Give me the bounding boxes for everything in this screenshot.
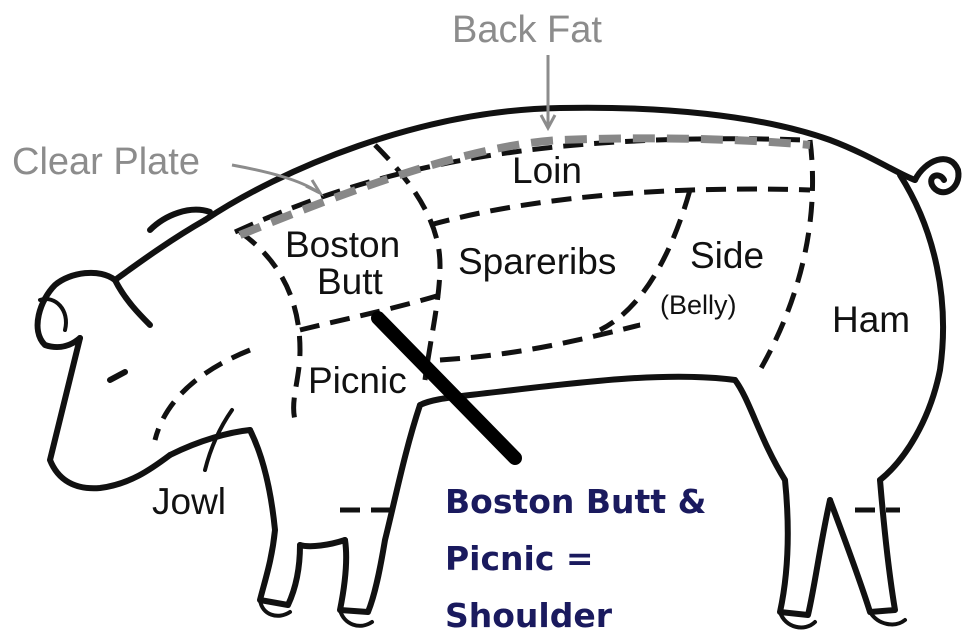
note-line3: Shoulder — [445, 596, 613, 635]
loin-label: Loin — [512, 150, 582, 191]
cut-lines — [155, 139, 900, 510]
spareribs-bottom-line — [440, 325, 640, 360]
back-fat-label: Back Fat — [452, 9, 602, 51]
boston-butt-label-line2: Butt — [317, 261, 384, 302]
side-label: Side — [690, 235, 764, 276]
jowl-label: Jowl — [152, 481, 226, 522]
ham-front-line — [760, 140, 813, 370]
belly-label: (Belly) — [660, 290, 737, 320]
ham-label: Ham — [832, 299, 910, 340]
note-line1: Boston Butt & — [445, 482, 706, 521]
note-line2: Picnic = — [445, 539, 594, 578]
boston-butt-label-line1: Boston — [285, 224, 400, 265]
clear-plate-label: Clear Plate — [12, 141, 200, 183]
jowl-line — [155, 350, 250, 440]
picnic-label: Picnic — [308, 360, 407, 401]
loin-bottom-line — [430, 189, 810, 225]
spareribs-label: Spareribs — [458, 241, 616, 282]
